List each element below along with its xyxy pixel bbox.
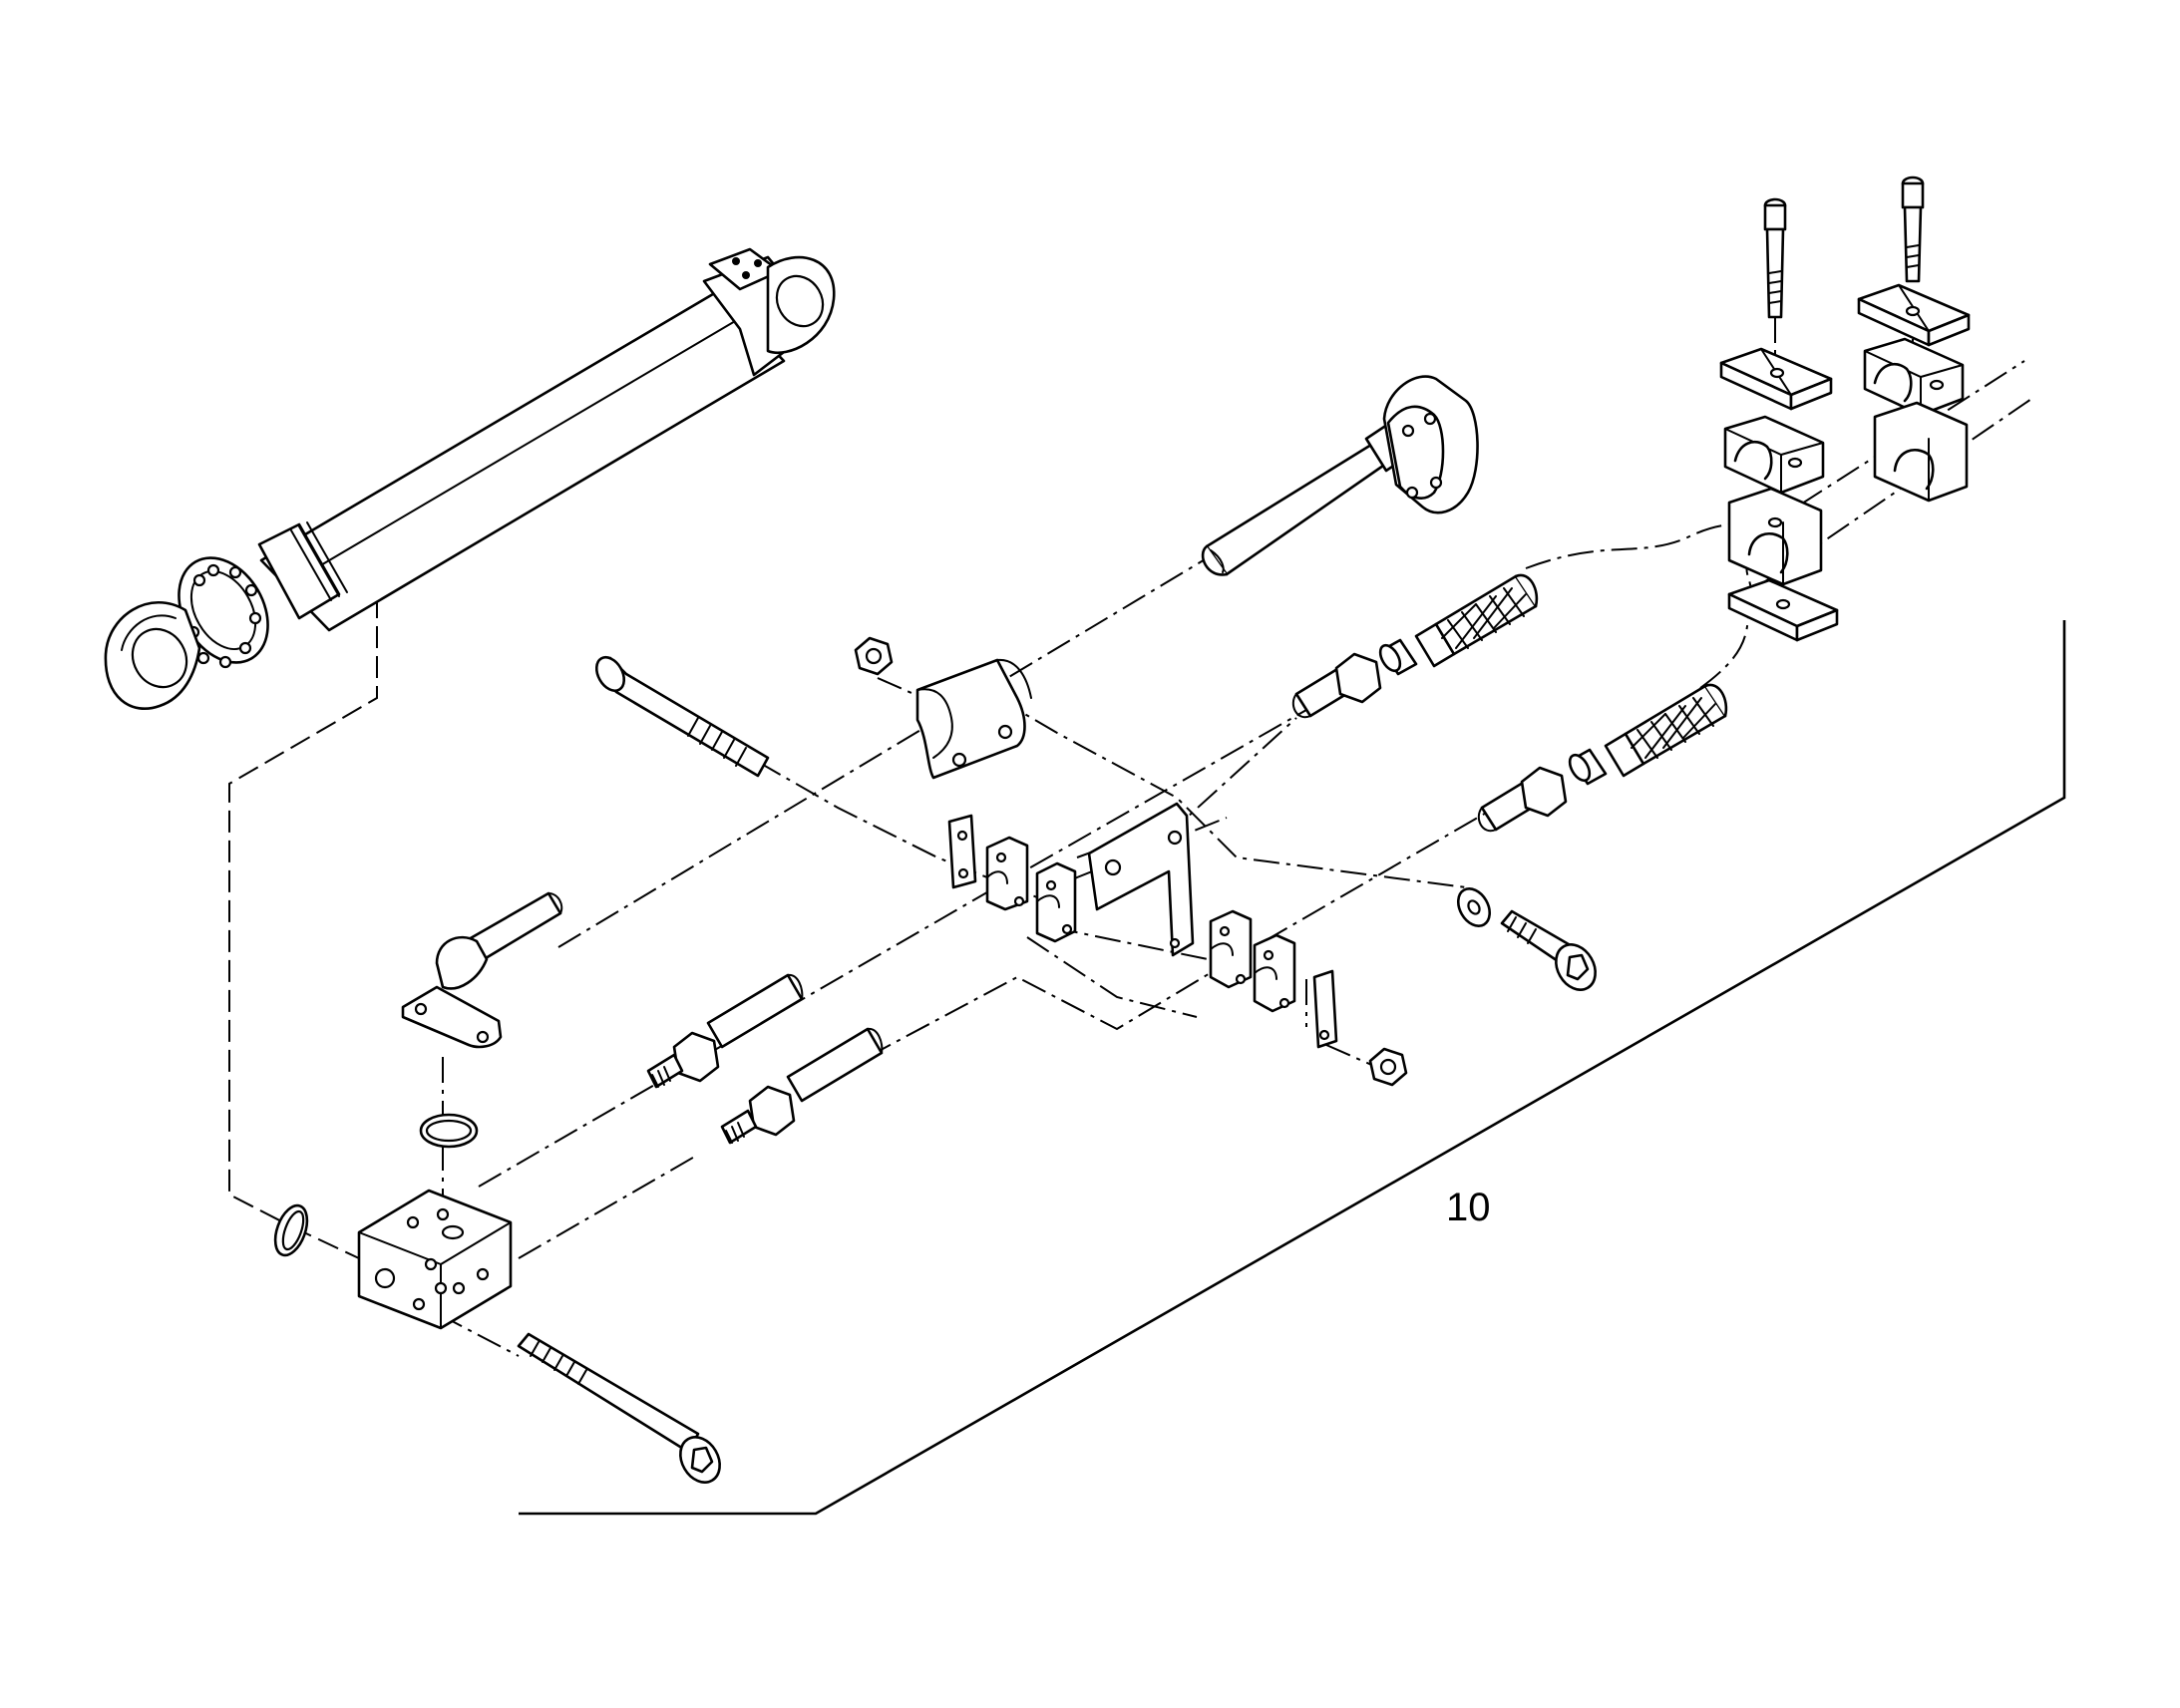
hose-upper [1291,573,1539,719]
callout-label-10: 10 [1446,1186,1491,1229]
rigid-pipe-with-flange [1201,375,1479,576]
cap-screw-right [1500,909,1597,991]
long-bolt-lower [517,1332,721,1484]
assembly-bracket-line [519,620,2066,1516]
cap-screw-top-right [1901,175,1925,283]
cover-plate-top-left [1719,347,1833,411]
mounting-bracket [1087,802,1195,957]
long-bolt-left [594,655,770,778]
clamp-block-c [1209,909,1253,989]
cap-screw-top-left [1763,197,1787,319]
center-lines [228,295,2035,1357]
clamp-plate-small-a [947,814,977,889]
base-plate-lower-left [1727,578,1839,642]
o-ring-elbow [419,1113,479,1149]
clamp-half-upper-left [1723,415,1825,495]
hose-end-fitting-a [646,973,804,1089]
o-ring-block [273,1203,309,1257]
hex-nut-top [854,636,894,676]
hose-lower [1477,683,1728,833]
clamp-half-lower-left [1727,487,1823,586]
clamp-block-d [1253,933,1296,1013]
hydraulic-cylinder [104,247,836,710]
pipe-clamp-upper [915,658,1032,780]
valve-block [357,1189,513,1330]
clamp-plate-small-b [1312,969,1338,1049]
clamp-half-upper-right [1863,337,1965,417]
hex-nut-lower [1368,1047,1408,1087]
clamp-block-a [985,836,1029,911]
elbow-fitting [401,891,563,1049]
cover-plate-top-right [1857,283,1971,347]
clamp-block-b [1035,861,1077,943]
hose-end-fitting-b [720,1027,884,1145]
washer [1456,887,1492,927]
clamp-half-lower-right [1873,401,1969,503]
